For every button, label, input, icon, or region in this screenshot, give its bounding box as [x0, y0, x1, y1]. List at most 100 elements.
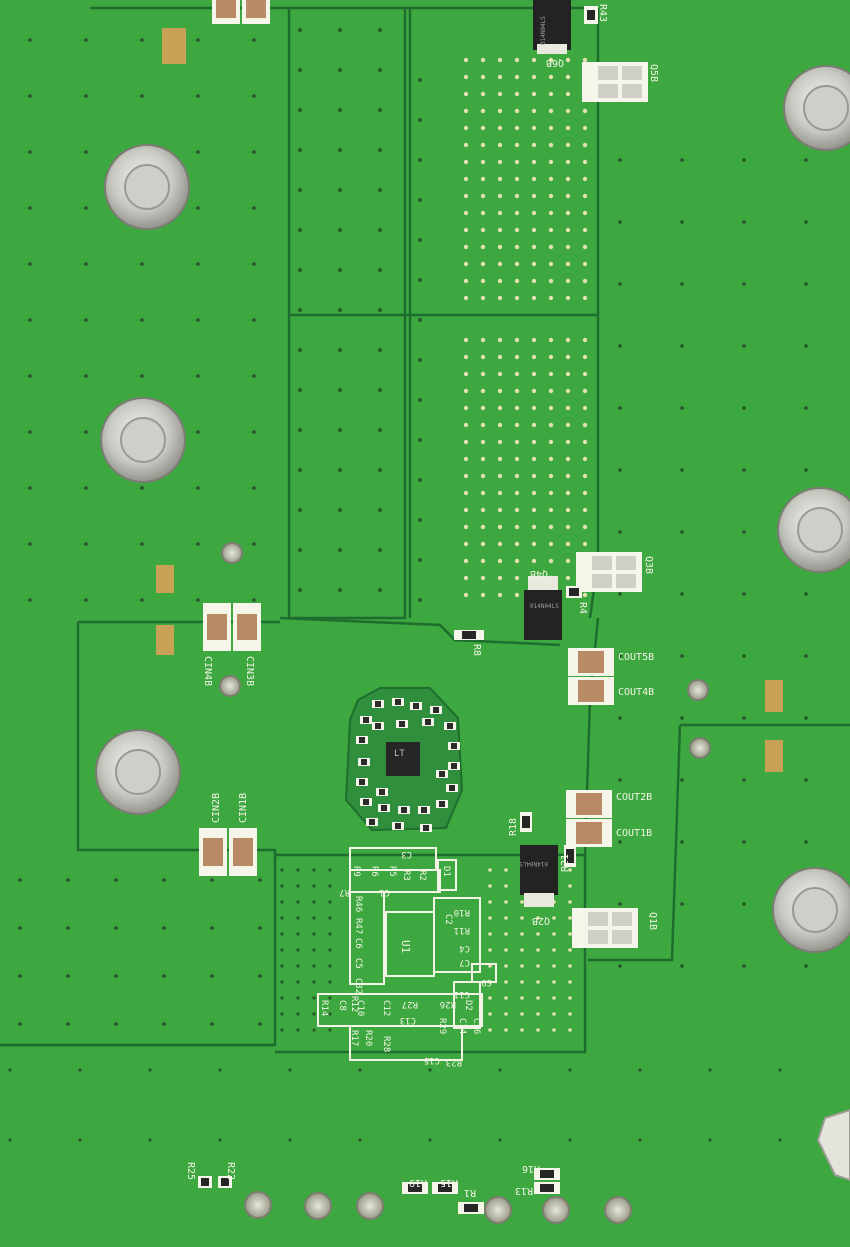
silk-label: R23	[446, 1057, 462, 1067]
smd-part-body	[381, 805, 387, 811]
via	[514, 295, 520, 301]
via	[196, 38, 200, 42]
via	[210, 974, 214, 978]
via	[312, 1028, 316, 1032]
via	[514, 439, 520, 445]
via	[680, 530, 684, 534]
via	[28, 150, 32, 154]
via	[804, 406, 808, 410]
via	[531, 405, 537, 411]
via	[582, 473, 588, 479]
via	[298, 508, 302, 512]
standoff-edge	[816, 1108, 850, 1182]
via	[480, 507, 486, 513]
via	[804, 840, 808, 844]
silk-label: R11	[454, 925, 470, 935]
via	[520, 900, 524, 904]
silk-label: R12	[349, 996, 359, 1012]
via	[162, 926, 166, 930]
via	[148, 1138, 152, 1142]
via	[418, 78, 422, 82]
via	[565, 210, 571, 216]
via	[258, 1022, 262, 1026]
silk-label: R9	[351, 866, 361, 877]
via	[565, 227, 571, 233]
via	[296, 932, 300, 936]
via	[708, 1138, 712, 1142]
via	[418, 478, 422, 482]
via	[480, 74, 486, 80]
via	[488, 1012, 492, 1016]
silk-label: C15	[424, 1055, 440, 1065]
smd-part-body	[363, 717, 369, 723]
via	[582, 541, 588, 547]
via	[463, 193, 469, 199]
via	[552, 932, 556, 936]
via	[548, 57, 554, 63]
via	[463, 371, 469, 377]
cap-label-cout4b: COUT4B	[618, 687, 654, 698]
via	[463, 57, 469, 63]
via	[298, 588, 302, 592]
via	[582, 57, 588, 63]
via	[531, 193, 537, 199]
via	[378, 508, 382, 512]
mosfet-pad-ref: Q5B	[648, 64, 659, 82]
via	[480, 261, 486, 267]
via	[280, 948, 284, 952]
via	[196, 374, 200, 378]
via	[418, 598, 422, 602]
silk-label: R17	[349, 1030, 359, 1046]
via	[618, 220, 622, 224]
via	[742, 840, 746, 844]
silk-label: C5	[353, 958, 363, 969]
silk-label: R28	[381, 1036, 391, 1052]
mounting-bolt	[792, 887, 838, 933]
smd-part-body	[395, 823, 401, 829]
mosfet-pad-ref: Q1B	[647, 912, 658, 930]
via	[504, 964, 508, 968]
via	[480, 337, 486, 343]
via	[531, 439, 537, 445]
via	[296, 996, 300, 1000]
via	[565, 91, 571, 97]
via	[548, 176, 554, 182]
via	[378, 348, 382, 352]
via	[463, 227, 469, 233]
via	[66, 878, 70, 882]
silk-label: C11	[454, 989, 470, 999]
via	[28, 374, 32, 378]
via	[378, 468, 382, 472]
via	[312, 916, 316, 920]
via	[296, 868, 300, 872]
via	[418, 278, 422, 282]
via	[84, 374, 88, 378]
via	[463, 261, 469, 267]
via	[531, 371, 537, 377]
via	[804, 964, 808, 968]
via	[804, 344, 808, 348]
small-resistors: R43 R4 R8 R18 R21	[454, 4, 608, 872]
via-field	[8, 28, 808, 1142]
via	[463, 524, 469, 530]
ref-label: R15	[440, 1177, 458, 1188]
via	[582, 125, 588, 131]
via	[552, 1028, 556, 1032]
via	[463, 558, 469, 564]
silk-label: R6	[369, 866, 379, 877]
via	[488, 868, 492, 872]
via	[463, 91, 469, 97]
via	[531, 74, 537, 80]
via	[548, 456, 554, 462]
via	[338, 148, 342, 152]
via	[480, 142, 486, 148]
via	[463, 388, 469, 394]
mosfet-q6b: 014N04LS Q6B	[533, 0, 571, 68]
via	[480, 125, 486, 131]
via	[298, 468, 302, 472]
via	[514, 278, 520, 284]
via	[258, 974, 262, 978]
via	[480, 575, 486, 581]
via	[497, 575, 503, 581]
silk-label: C7	[459, 957, 470, 967]
